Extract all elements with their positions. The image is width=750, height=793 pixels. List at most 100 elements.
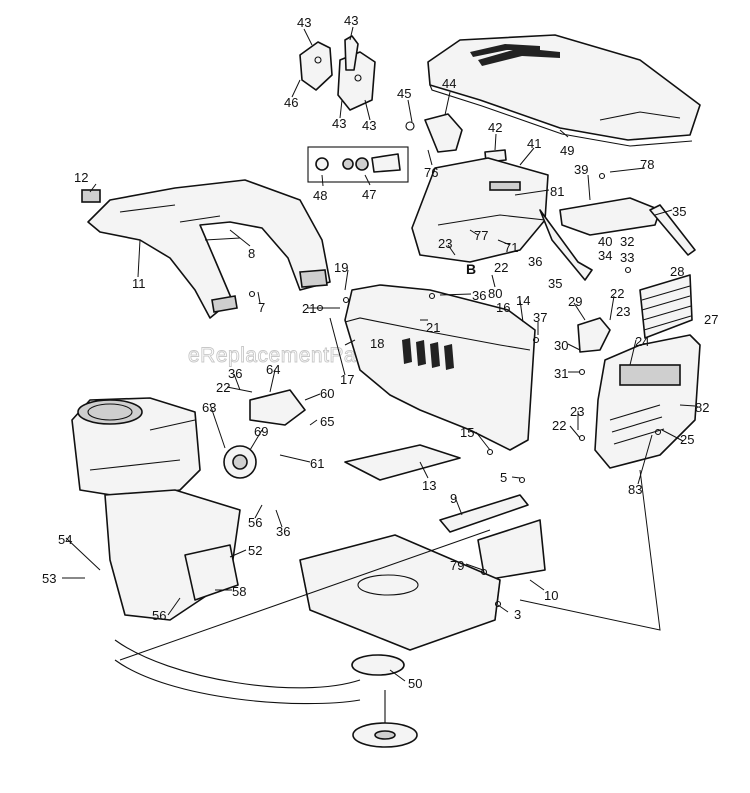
callout-label: 78 bbox=[640, 157, 654, 172]
callout-label: 36 bbox=[472, 288, 486, 303]
callout-label: 21 bbox=[426, 320, 440, 335]
callout-label: 15 bbox=[460, 425, 474, 440]
callout-label: 65 bbox=[320, 414, 334, 429]
main-frame bbox=[299, 534, 501, 651]
callout-label: 7 bbox=[258, 300, 265, 315]
callout-label: 34 bbox=[598, 248, 612, 263]
callout-label: 77 bbox=[474, 228, 488, 243]
callout-label: 22 bbox=[610, 286, 624, 301]
callout-label: 13 bbox=[422, 478, 436, 493]
callout-label: 33 bbox=[620, 250, 634, 265]
callout-label: 40 bbox=[598, 234, 612, 249]
callout-label: 10 bbox=[544, 588, 558, 603]
callout-label: 43 bbox=[362, 118, 376, 133]
callout-label: 43 bbox=[332, 116, 346, 131]
lower-pulleys bbox=[114, 639, 418, 748]
callout-label: 3 bbox=[514, 607, 521, 622]
callout-label: 28 bbox=[670, 264, 684, 279]
callout-label: 37 bbox=[533, 310, 547, 325]
callout-label: B bbox=[466, 261, 476, 277]
callout-label: 8 bbox=[248, 246, 255, 261]
callout-label: 23 bbox=[438, 236, 452, 251]
callout-label: 56 bbox=[248, 515, 262, 530]
callout-label: 63 bbox=[202, 400, 216, 415]
callout-label: 29 bbox=[568, 294, 582, 309]
callout-label: 44 bbox=[442, 76, 456, 91]
emblem bbox=[81, 189, 101, 203]
callout-label: 36 bbox=[228, 366, 242, 381]
callout-label: 54 bbox=[58, 532, 72, 547]
console-panel bbox=[344, 284, 536, 451]
leader-lines bbox=[62, 26, 696, 682]
callout-label: 76 bbox=[424, 165, 438, 180]
callout-label: 80 bbox=[488, 286, 502, 301]
clutch-assembly bbox=[223, 389, 306, 479]
hood-latch bbox=[405, 113, 507, 163]
battery-tray bbox=[344, 444, 461, 481]
callout-label: 27 bbox=[704, 312, 718, 327]
callout-label: 17 bbox=[340, 372, 354, 387]
callout-label: 46 bbox=[284, 95, 298, 110]
callout-label: 43 bbox=[297, 15, 311, 30]
dash-panel bbox=[411, 157, 549, 263]
headlight bbox=[577, 317, 611, 353]
callout-label: 79 bbox=[450, 558, 464, 573]
callout-label: 5 bbox=[500, 470, 507, 485]
callout-label: 23 bbox=[570, 404, 584, 419]
fasteners bbox=[248, 172, 662, 608]
hinge-bracket bbox=[299, 35, 376, 111]
callout-label: 19 bbox=[334, 260, 348, 275]
callout-label: 53 bbox=[42, 571, 56, 586]
callout-label: 49 bbox=[560, 143, 574, 158]
callout-label: 69 bbox=[254, 424, 268, 439]
hardware-kit bbox=[307, 146, 409, 183]
callout-label: 43 bbox=[344, 13, 358, 28]
callout-label: 11 bbox=[132, 276, 146, 291]
callout-label: 81 bbox=[550, 184, 564, 199]
callout-label: 16 bbox=[496, 300, 510, 315]
callout-label: 36 bbox=[276, 524, 290, 539]
hood bbox=[427, 34, 701, 147]
callout-label: 22 bbox=[216, 380, 230, 395]
callout-label: 82 bbox=[695, 400, 709, 415]
callout-label: 50 bbox=[408, 676, 422, 691]
callout-label: 52 bbox=[248, 543, 262, 558]
left-fender bbox=[87, 179, 331, 319]
callout-label: 30 bbox=[554, 338, 568, 353]
callout-label: 23 bbox=[616, 304, 630, 319]
callout-label: 64 bbox=[266, 362, 280, 377]
callout-label: 58 bbox=[232, 584, 246, 599]
callout-label: 83 bbox=[628, 482, 642, 497]
callout-label: 21 bbox=[302, 301, 316, 316]
front-nose bbox=[594, 334, 701, 469]
callout-label: 47 bbox=[362, 187, 376, 202]
callout-label: 60 bbox=[320, 386, 334, 401]
callout-label: 61 bbox=[310, 456, 324, 471]
callout-label: 39 bbox=[574, 162, 588, 177]
grille bbox=[639, 274, 693, 339]
callout-label: 35 bbox=[548, 276, 562, 291]
callout-label: 32 bbox=[620, 234, 634, 249]
callout-label: 71 bbox=[504, 240, 518, 255]
engine bbox=[71, 397, 201, 499]
callout-label: 24 bbox=[635, 334, 649, 349]
callout-label: 45 bbox=[397, 86, 411, 101]
callout-label: 35 bbox=[672, 204, 686, 219]
callout-label: 25 bbox=[680, 432, 694, 447]
shroud bbox=[104, 489, 241, 621]
callout-label: 9 bbox=[450, 491, 457, 506]
callout-label: 12 bbox=[74, 170, 88, 185]
callout-label: 22 bbox=[494, 260, 508, 275]
callout-label: 14 bbox=[516, 293, 530, 308]
callout-label: 36 bbox=[528, 254, 542, 269]
steering-bracket bbox=[439, 494, 546, 581]
callout-label: 48 bbox=[313, 188, 327, 203]
callout-label: 22 bbox=[552, 418, 566, 433]
callouts: 43 43 46 43 43 45 44 42 41 49 78 12 11 8… bbox=[42, 13, 718, 691]
callout-label: 31 bbox=[554, 366, 568, 381]
callout-label: 56 bbox=[152, 608, 166, 623]
callout-label: 42 bbox=[488, 120, 502, 135]
callout-label: 41 bbox=[527, 136, 541, 151]
